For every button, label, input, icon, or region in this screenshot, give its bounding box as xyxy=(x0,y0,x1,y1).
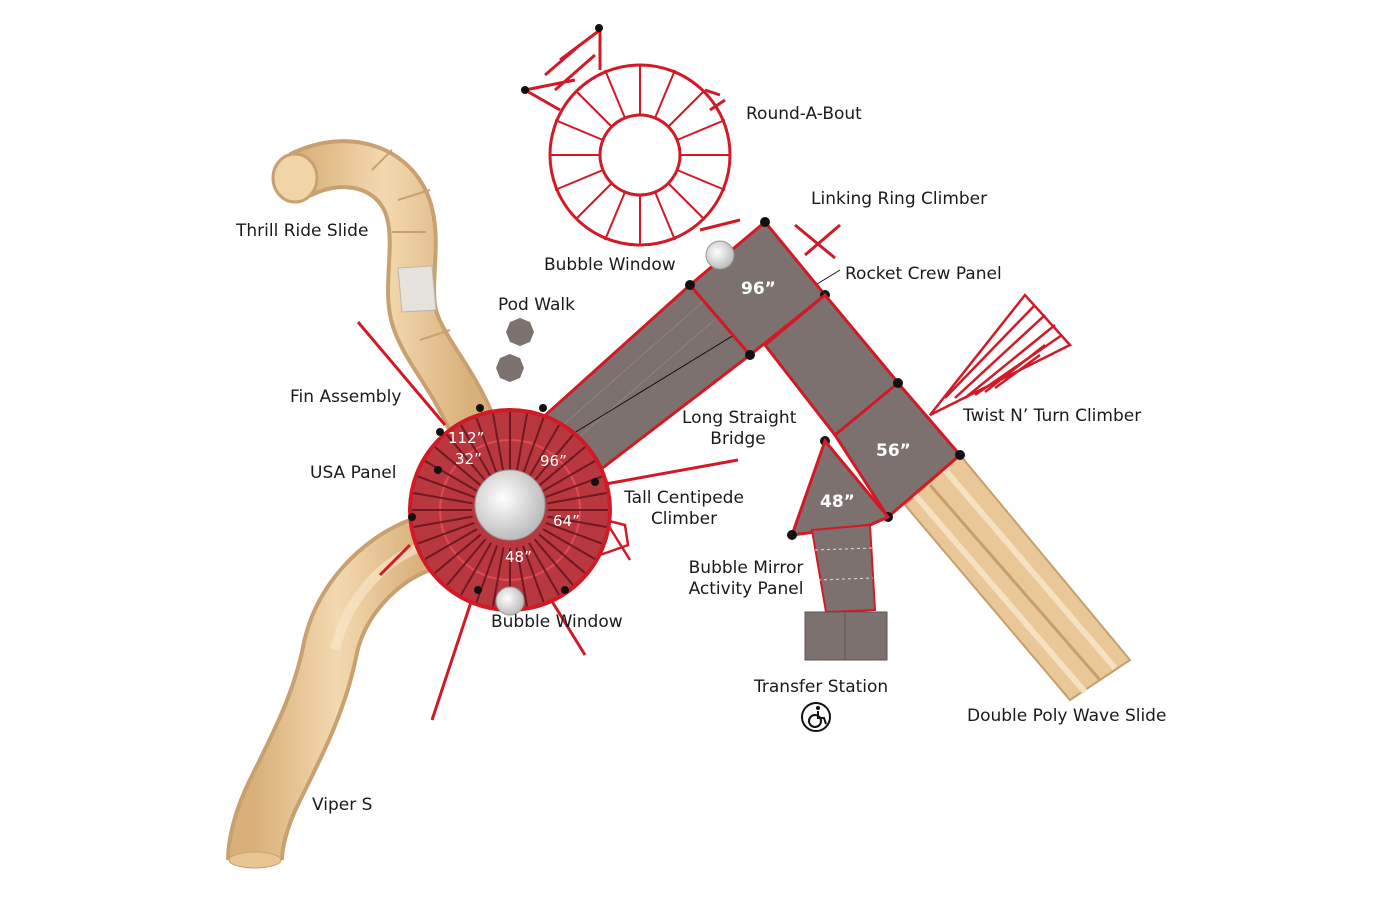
tower-spoke xyxy=(460,424,492,478)
tower-spoke xyxy=(542,460,596,492)
tower-posts xyxy=(408,404,599,594)
tower-spoke xyxy=(515,413,529,473)
transfer-station-steps xyxy=(804,523,888,661)
central-tower xyxy=(408,240,735,616)
label-twist-n-turn-climber: Twist N’ Turn Climber xyxy=(963,406,1142,426)
label-long-straight-bridge: Long Straight Bridge xyxy=(682,408,797,450)
label-line: Climber xyxy=(650,509,718,529)
tower-spoke xyxy=(475,417,498,475)
tower-spoke xyxy=(538,446,586,487)
deck-height-96: 96” xyxy=(741,279,776,299)
tower-spoke xyxy=(528,424,560,478)
label-round-a-bout: Round-A-Bout xyxy=(746,104,862,124)
label-line: Tall Centipede xyxy=(624,488,744,508)
tower-spoke xyxy=(515,547,529,607)
label-transfer-station: Transfer Station xyxy=(754,677,889,697)
tower-spoke xyxy=(413,515,473,529)
label-bubble-mirror-activity-panel: Bubble Mirror Activity Panel xyxy=(686,558,806,600)
label-linking-ring-climber: Linking Ring Climber xyxy=(811,189,988,209)
tower-spoke xyxy=(417,522,475,545)
label-double-poly-wave-slide: Double Poly Wave Slide xyxy=(967,706,1167,726)
label-tall-centipede-climber: Tall Centipede Climber xyxy=(622,488,746,530)
tower-spoke xyxy=(434,533,482,574)
post-cap xyxy=(595,24,603,32)
wheelchair-accessible-icon xyxy=(801,702,831,732)
tower-spoke xyxy=(547,515,607,529)
viper-s-slide xyxy=(226,517,432,869)
tower-spoke xyxy=(491,547,505,607)
deck-height-56: 56” xyxy=(876,441,911,461)
tower-spoke xyxy=(545,522,603,545)
label-thrill-ride-slide: Thrill Ride Slide xyxy=(236,221,369,241)
tower-spoke xyxy=(547,491,607,505)
tower-spoke xyxy=(542,528,596,560)
tower-spoke xyxy=(413,491,473,505)
label-bubble-window-top: Bubble Window xyxy=(544,255,676,275)
tower-spoke xyxy=(522,545,545,603)
label-rocket-crew-panel: Rocket Crew Panel xyxy=(845,264,1002,284)
tower-spoke xyxy=(522,417,545,475)
twist-n-turn-climber xyxy=(929,293,1073,417)
linking-ring-climber xyxy=(794,223,841,260)
tower-spoke xyxy=(533,538,574,586)
tower-spoke xyxy=(446,434,487,482)
tower-spoke xyxy=(446,538,487,586)
tower-spoke xyxy=(533,434,574,482)
tower-spoke xyxy=(424,528,478,560)
label-usa-panel: USA Panel xyxy=(310,463,397,483)
tower-height-32: 32” xyxy=(455,450,482,468)
tower-spoke xyxy=(424,460,478,492)
tower-height-96: 96” xyxy=(540,452,567,470)
label-bubble-window-bottom: Bubble Window xyxy=(491,612,623,632)
post-cap xyxy=(521,86,529,94)
round-a-bout xyxy=(524,28,741,247)
label-line: Activity Panel xyxy=(688,579,804,599)
tower-spoke xyxy=(491,413,505,473)
tower-height-48: 48” xyxy=(505,548,532,566)
double-poly-wave-slide xyxy=(903,453,1132,702)
tower-height-64: 64” xyxy=(553,512,580,530)
thrill-ride-slide xyxy=(271,139,493,431)
label-pod-walk: Pod Walk xyxy=(498,295,575,315)
pod-walk xyxy=(496,318,534,382)
deck-height-48: 48” xyxy=(820,492,855,512)
label-line: Bridge xyxy=(710,429,766,449)
tower-spoke xyxy=(417,475,475,498)
label-line: Long Straight xyxy=(682,408,797,428)
label-viper-s: Viper S xyxy=(312,795,373,815)
tower-height-112: 112” xyxy=(448,429,485,447)
label-line: Bubble Mirror xyxy=(688,558,804,578)
label-fin-assembly: Fin Assembly xyxy=(290,387,402,407)
tower-spoke xyxy=(460,542,492,596)
tower-spoke xyxy=(434,446,482,487)
tower-spoke xyxy=(538,533,586,574)
tower-spoke xyxy=(528,542,560,596)
